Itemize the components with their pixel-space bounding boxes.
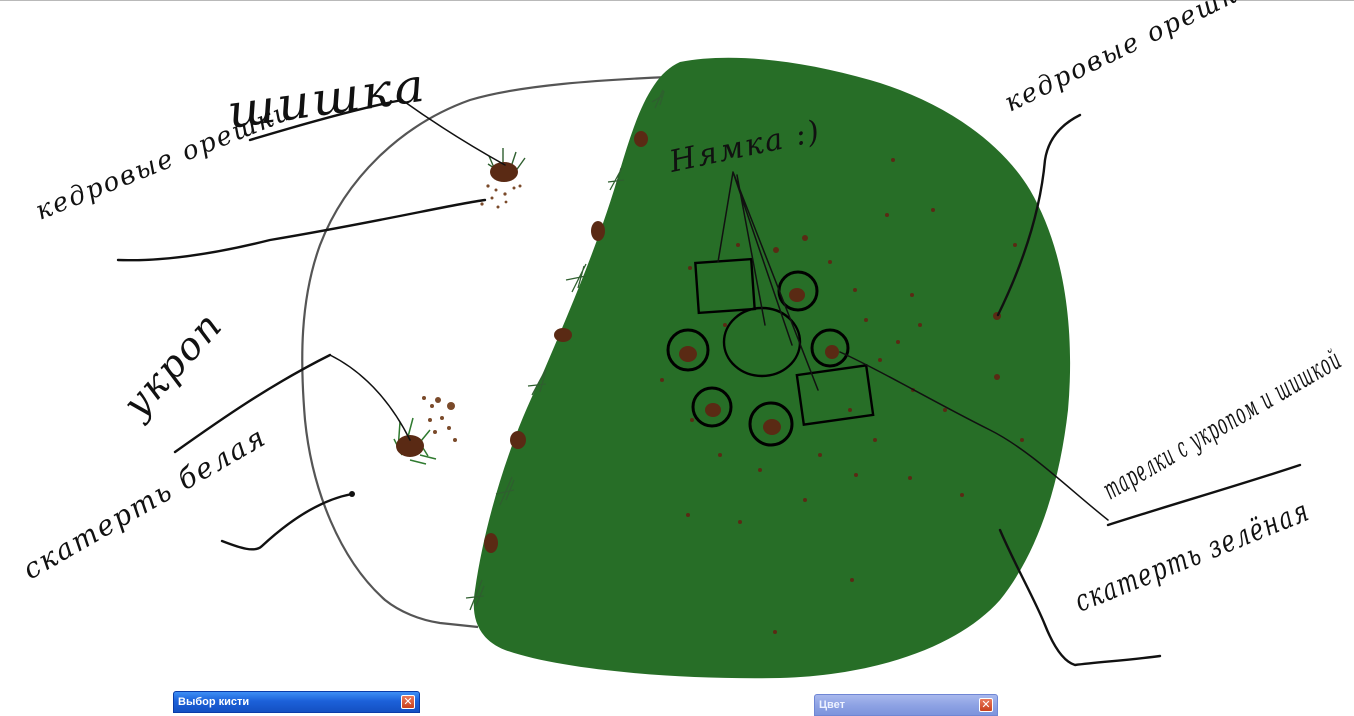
close-icon[interactable]: ✕ [401,695,415,709]
label-skatert-belaya: скатерть белая [17,420,272,586]
label-kedrovye-oreshki-right: кедровые орешки [1000,0,1260,118]
leader-dot [349,491,355,497]
green-tablecloth [473,57,1071,679]
leader-lines [116,98,1302,667]
scattered-nut-crumbs [660,158,1024,634]
color-picker-title: Цвет [819,699,846,711]
white-tablecloth-outline [301,75,669,629]
pine-cone-with-dill-top [480,148,526,209]
close-icon[interactable]: ✕ [979,698,993,712]
brush-picker-window[interactable]: Выбор кисти ✕ [173,691,420,713]
label-kedrovye-oreshki-left-text: кедровые орешки [31,96,297,227]
color-picker-window[interactable]: Цвет ✕ [814,694,998,716]
brush-picker-title: Выбор кисти [178,696,250,708]
label-kedrovye-oreshki-left: кедровые орешки [31,96,297,227]
label-tarelki: тарелки с укропом и шишкой [1097,342,1347,506]
top-border [0,0,1354,1]
label-ukrop: укроп [113,303,232,428]
border-dill-sprigs [465,89,665,611]
plate-cones [679,288,839,435]
border-pine-cones [484,131,648,553]
pine-cone-with-dill-bottom [393,396,457,465]
label-skatert-zelenaya: скатерть зелёная [1070,493,1315,619]
